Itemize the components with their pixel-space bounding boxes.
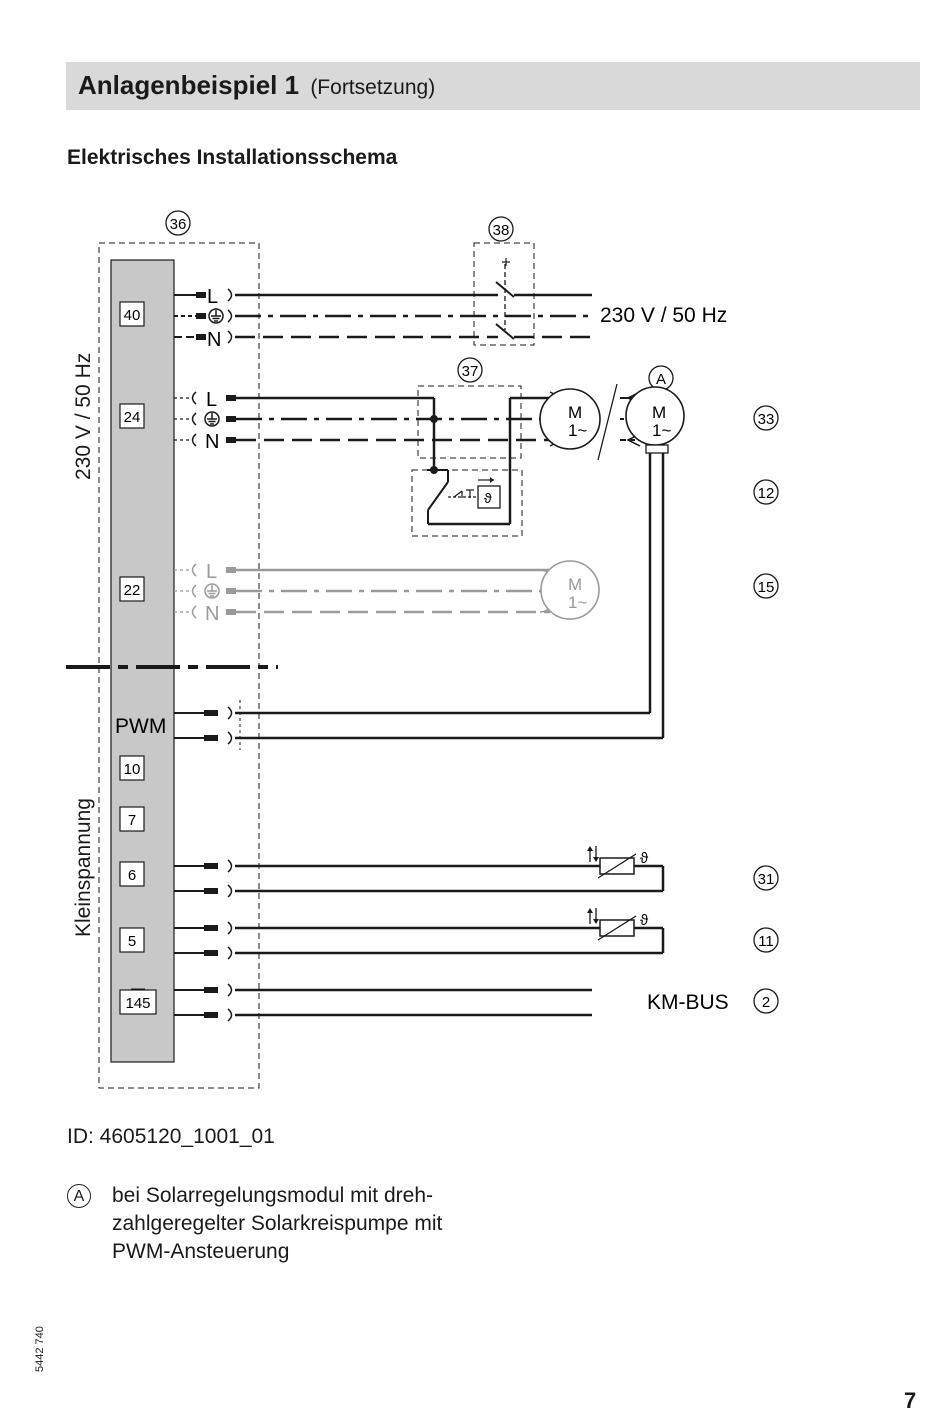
motor-b-m: M: [652, 403, 666, 422]
terminal-40: 40: [119, 301, 145, 327]
terminal-40-wiring: [174, 242, 592, 346]
ref-circle-33: 33: [753, 405, 779, 431]
terminal-22: 22: [119, 576, 145, 602]
cond-l-40: L: [207, 286, 218, 308]
svg-text:36: 36: [170, 216, 187, 233]
mains-label: 230 V / 50 Hz: [600, 304, 727, 327]
ref-circle-38: 38: [488, 216, 514, 242]
svg-text:33: 33: [758, 411, 775, 428]
ref-circle-15: 15: [753, 573, 779, 599]
motor-c-phase: 1~: [568, 593, 587, 612]
terminal-6: 6: [119, 861, 145, 887]
ref-circle-11: 11: [753, 927, 779, 953]
footnote-marker: A: [67, 1184, 91, 1208]
low-voltage-vertical-label: Kleinspannung: [72, 798, 95, 937]
svg-text:7: 7: [128, 812, 136, 829]
terminal-7: 7: [119, 806, 145, 832]
document-id: ID: 4605120_1001_01: [67, 1125, 275, 1148]
ground-icon: [204, 411, 220, 427]
motor-a-phase: 1~: [568, 421, 587, 440]
bus-label: KM-BUS: [647, 991, 729, 1014]
svg-text:5: 5: [128, 933, 136, 950]
cond-n-22: N: [205, 603, 219, 625]
page-number: 7: [904, 1388, 917, 1413]
motor-a-m: M: [568, 403, 582, 422]
svg-text:6: 6: [128, 867, 136, 884]
svg-text:15: 15: [758, 579, 775, 596]
footnote-line: zahlgeregelter Solarkreispumpe mit: [112, 1212, 443, 1235]
svg-text:10: 10: [124, 761, 141, 778]
header-title-wrap: Anlagenbeispiel 1 (Fortsetzung): [78, 70, 435, 101]
ref-circle-12: 12: [753, 479, 779, 505]
svg-text:A: A: [656, 371, 666, 388]
terminal-10: 10: [119, 755, 145, 781]
svg-text:24: 24: [124, 409, 141, 426]
terminal-24-wiring: [174, 383, 685, 738]
relay-sensor-symbol: ϑ: [484, 490, 492, 506]
header-title: Anlagenbeispiel 1: [78, 70, 300, 100]
svg-text:38: 38: [493, 222, 510, 239]
low-voltage-wiring: [174, 700, 665, 1022]
mains-vertical-label: 230 V / 50 Hz: [72, 353, 95, 480]
header-subtitle: (Fortsetzung): [310, 76, 436, 99]
ref-circle-37: 37: [457, 357, 483, 383]
ground-icon: [204, 583, 220, 599]
section-title: Elektrisches Installationsschema: [67, 146, 398, 169]
footnote-line: bei Solarregelungsmodul mit dreh-: [112, 1184, 433, 1207]
control-module: [66, 242, 278, 1089]
terminal-pwm: PWM: [115, 715, 166, 738]
page-header: Anlagenbeispiel 1 (Fortsetzung): [66, 62, 920, 110]
terminal-22-wiring: [174, 560, 600, 620]
svg-text:12: 12: [758, 485, 775, 502]
svg-text:31: 31: [758, 871, 775, 888]
ref-circle-36: 36: [165, 210, 191, 236]
svg-text:37: 37: [462, 363, 479, 380]
svg-text:11: 11: [758, 933, 774, 950]
ref-circle-2: 2: [753, 988, 779, 1014]
footnote-line: PWM-Ansteuerung: [112, 1240, 290, 1263]
terminal-5: 5: [119, 927, 145, 953]
cond-n-24: N: [205, 431, 219, 453]
ref-circle-31: 31: [753, 865, 779, 891]
motor-b-phase: 1~: [652, 421, 671, 440]
sensor-31-symbol: ϑ: [640, 850, 649, 867]
cond-l-22: L: [206, 561, 217, 583]
sensor-11-symbol: ϑ: [640, 912, 649, 929]
svg-text:22: 22: [124, 582, 141, 599]
wiring-diagram: 36 38 37 A 33 12 15 31 11 2 230 V / 50 H…: [66, 210, 779, 1089]
cond-l-24: L: [206, 389, 217, 411]
motor-c-m: M: [568, 575, 582, 594]
terminal-24: 24: [119, 403, 145, 429]
side-code: 5442 740: [34, 1326, 46, 1372]
footnote-text: bei Solarregelungsmodul mit dreh- zahlge…: [112, 1182, 552, 1266]
svg-text:40: 40: [124, 307, 141, 324]
svg-text:145: 145: [125, 995, 150, 1012]
cond-n-40: N: [207, 329, 221, 351]
terminal-145: 145: [119, 988, 157, 1015]
svg-text:2: 2: [762, 994, 770, 1011]
ground-icon: [208, 308, 224, 324]
